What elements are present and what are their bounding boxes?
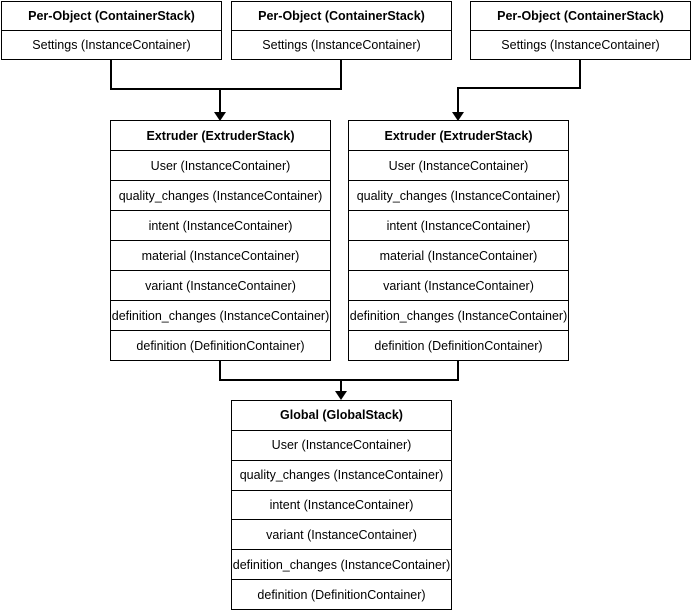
stack-row: Settings (InstanceContainer) (32, 38, 191, 52)
stack-row: quality_changes (InstanceContainer) (111, 181, 330, 211)
stack-row: Settings (InstanceContainer) (501, 38, 660, 52)
stack-header: Extruder (ExtruderStack) (111, 121, 330, 151)
stack-row: intent (InstanceContainer) (349, 211, 568, 241)
stack-row: definition (DefinitionContainer) (257, 587, 426, 602)
arrowhead-down-icon (452, 112, 464, 121)
connector-line (457, 360, 459, 380)
connector-line (110, 59, 112, 89)
extruder-stack-1: Extruder (ExtruderStack) User (InstanceC… (110, 120, 331, 361)
stack-header: Per-Object (ContainerStack) (471, 2, 690, 31)
stack-row: intent (InstanceContainer) (111, 211, 330, 241)
arrowhead-down-icon (214, 112, 226, 121)
extruder-stack-2: Extruder (ExtruderStack) User (InstanceC… (348, 120, 569, 361)
stack-header: Extruder (ExtruderStack) (349, 121, 568, 151)
connector-line (579, 59, 581, 88)
stack-row: definition (DefinitionContainer) (136, 338, 305, 353)
connector-line (457, 87, 581, 89)
connector-line (219, 379, 459, 381)
stack-row: definition_changes (InstanceContainer) (111, 301, 330, 331)
connector-line (340, 379, 342, 392)
connector-line (219, 88, 221, 113)
stack-row: material (InstanceContainer) (111, 241, 330, 271)
stack-row: variant (InstanceContainer) (232, 520, 451, 551)
stack-row: intent (InstanceContainer) (232, 491, 451, 521)
stack-row: definition_changes (InstanceContainer) (349, 301, 568, 331)
stack-row: definition_changes (InstanceContainer) (232, 550, 451, 581)
arrowhead-down-icon (335, 391, 347, 400)
stack-row: variant (InstanceContainer) (111, 271, 330, 301)
stack-row: User (InstanceContainer) (111, 151, 330, 181)
stack-row: material (InstanceContainer) (349, 241, 568, 271)
stack-header: Per-Object (ContainerStack) (2, 2, 221, 31)
stack-row: User (InstanceContainer) (232, 431, 451, 461)
per-object-stack-2: Per-Object (ContainerStack) Settings (In… (231, 1, 452, 60)
stack-row: quality_changes (InstanceContainer) (349, 181, 568, 211)
global-stack: Global (GlobalStack) User (InstanceConta… (231, 400, 452, 610)
stack-row: definition (DefinitionContainer) (374, 338, 543, 353)
connector-line (219, 360, 221, 380)
per-object-stack-1: Per-Object (ContainerStack) Settings (In… (1, 1, 222, 60)
stack-header: Per-Object (ContainerStack) (232, 2, 451, 31)
stack-row: Settings (InstanceContainer) (262, 38, 421, 52)
stack-row: quality_changes (InstanceContainer) (232, 461, 451, 491)
stack-row: variant (InstanceContainer) (349, 271, 568, 301)
per-object-stack-3: Per-Object (ContainerStack) Settings (In… (470, 1, 691, 60)
connector-line (457, 87, 459, 113)
connector-line (110, 88, 342, 90)
stack-header: Global (GlobalStack) (232, 401, 451, 431)
stack-row: User (InstanceContainer) (349, 151, 568, 181)
connector-line (340, 59, 342, 89)
